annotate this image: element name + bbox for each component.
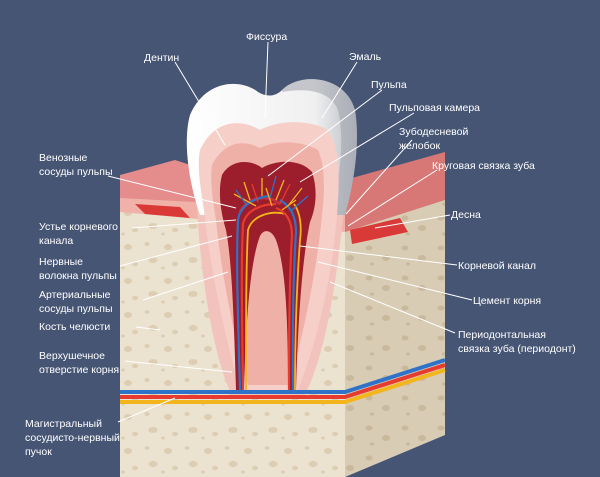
- label-pulp-chamber: Пульповая камера: [389, 102, 480, 114]
- label-cementum: Цемент корня: [473, 295, 541, 307]
- pulp-vessels-nerves: [233, 175, 309, 391]
- label-root-canal: Корневой канал: [458, 260, 536, 272]
- label-enamel: Эмаль: [349, 51, 382, 63]
- label-gum: Десна: [451, 209, 481, 221]
- label-dentin: Дентин: [144, 52, 179, 64]
- neurovascular-bundle: [120, 358, 446, 404]
- label-fissure: Фиссура: [246, 31, 287, 43]
- label-pulp-veins: Венозные сосуды пульпы: [39, 152, 113, 178]
- label-canal-orifice: Устье корневого канала: [39, 221, 121, 247]
- label-circular-ligament: Круговая связка зуба: [432, 160, 535, 172]
- label-jaw-bone: Кость челюсти: [39, 321, 110, 333]
- label-pulp: Пульпа: [371, 79, 407, 91]
- leader-lines: [107, 41, 473, 423]
- label-periodontium: Периодонтальная связка зуба (периодонт): [458, 329, 576, 355]
- label-pulp-nerves: Нервные волокна пульпы: [39, 256, 117, 282]
- label-neurovascular-bundle: Магистральный сосудисто-нервный пучок: [25, 418, 123, 458]
- label-apical-foramen: Верхушечное отверстие корня: [39, 350, 119, 376]
- label-pulp-arteries: Артериальные сосуды пульпы: [39, 289, 113, 315]
- labels: Фиссура Дентин Эмаль Пульпа Пульповая ка…: [25, 31, 576, 458]
- label-gingival-groove: Зубодесневой желобок: [399, 126, 471, 152]
